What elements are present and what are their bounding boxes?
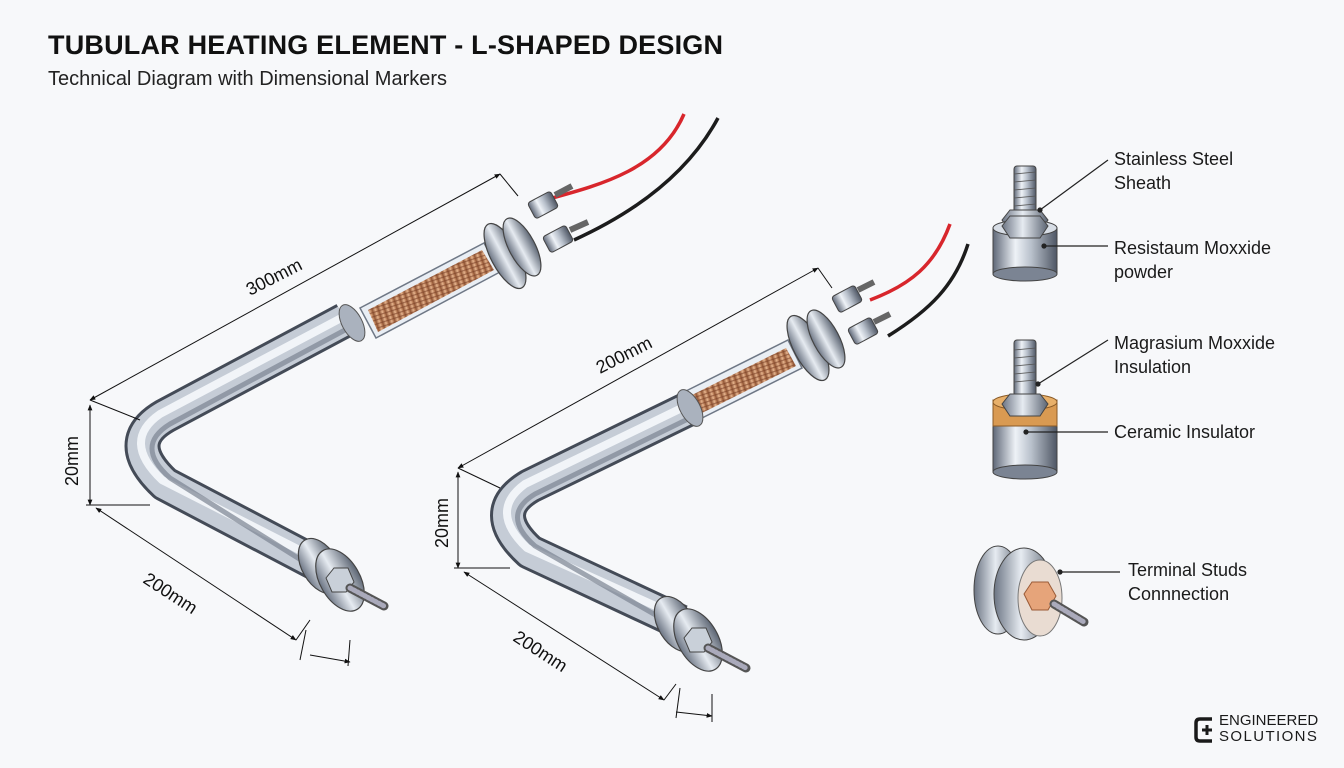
dim-label-long-2: 200mm xyxy=(593,332,656,377)
callout-line: Terminal Studs xyxy=(1128,560,1248,580)
detail-part-terminal xyxy=(973,545,1089,641)
bottom-end-cap xyxy=(653,595,751,673)
callout-line: Resistaum Moxxide xyxy=(1114,238,1272,258)
top-flange xyxy=(483,183,590,290)
callout-magrasium-insulation: Magrasium Moxxide Insulation xyxy=(1114,331,1275,379)
coil-cutaway xyxy=(358,241,502,340)
callout-line: Stainless Steel xyxy=(1114,149,1234,169)
callout-line: Ceramic Insulator xyxy=(1114,422,1256,442)
bottom-end-cap xyxy=(297,537,389,612)
page-title: TUBULAR HEATING ELEMENT - L-SHAPED DESIG… xyxy=(48,30,724,60)
callout-line: Sheath xyxy=(1114,173,1172,193)
black-wire xyxy=(573,117,720,242)
callout-ceramic-insulator: Ceramic Insulator xyxy=(1114,420,1255,444)
logo-line-2: SOLUTIONS xyxy=(1219,728,1319,745)
callout-line: powder xyxy=(1114,262,1174,282)
dim-label-short-2: 200mm xyxy=(510,627,571,676)
leader-insulation xyxy=(1037,339,1109,385)
callout-stainless-steel-sheath: Stainless Steel Sheath xyxy=(1114,147,1233,195)
red-wire xyxy=(544,113,686,202)
dim-lines-2 xyxy=(454,267,833,722)
dim-lines-1 xyxy=(86,173,519,667)
callout-line: Insulation xyxy=(1114,357,1192,377)
coil-cutaway xyxy=(682,338,804,422)
callout-resistaum-powder: Resistaum Moxxide powder xyxy=(1114,236,1271,284)
callout-terminal-studs: Terminal Studs Connnection xyxy=(1128,558,1247,606)
black-wire xyxy=(887,243,970,338)
dim-label-height-1: 20mm xyxy=(62,436,82,486)
detail-part-insulator xyxy=(992,339,1058,480)
callout-line: Magrasium Moxxide xyxy=(1114,333,1276,353)
logo-line-1: ENGINEERED xyxy=(1219,712,1319,729)
dim-label-short-1: 200mm xyxy=(140,569,201,618)
leader-sheath xyxy=(1039,159,1109,211)
detail-part-sheath xyxy=(992,165,1058,282)
dim-label-height-2: 20mm xyxy=(432,498,452,548)
callout-line: Connnection xyxy=(1128,584,1230,604)
heating-element-2: 200mm 20mm 200mm xyxy=(432,223,970,722)
page-subtitle: Technical Diagram with Dimensional Marke… xyxy=(48,68,448,90)
leader-lines xyxy=(1023,159,1120,575)
engineered-solutions-logo-icon xyxy=(1194,717,1212,743)
logo-text: ENGINEERED SOLUTIONS xyxy=(1219,713,1318,745)
heating-element-1: 300mm 20mm 200mm xyxy=(62,113,720,667)
red-wire xyxy=(869,223,952,302)
dim-label-long-1: 300mm xyxy=(243,254,306,299)
